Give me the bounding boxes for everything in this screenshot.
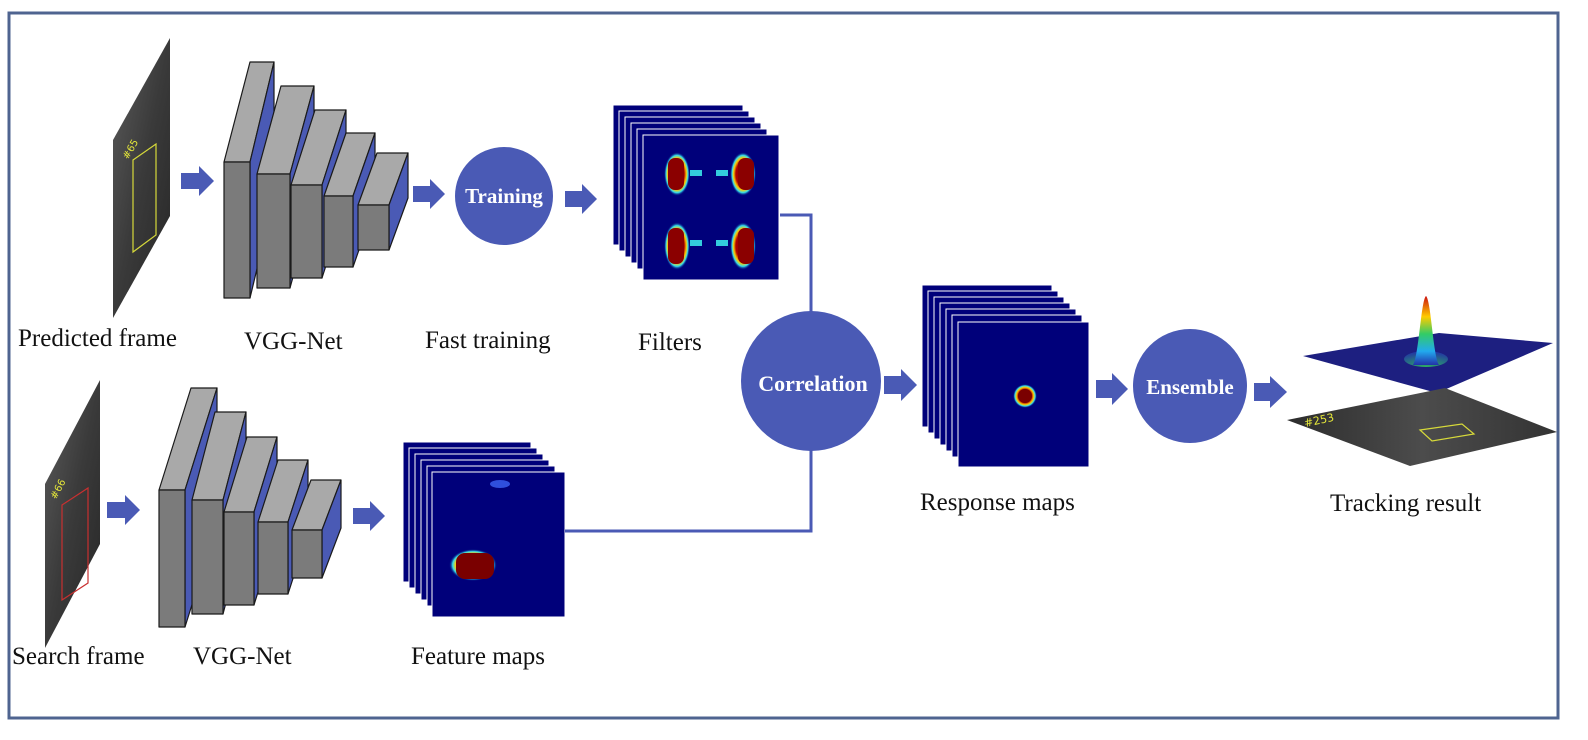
tracking-result-visual: #253 <box>1287 296 1557 466</box>
vgg-net-bottom-label: VGG-Net <box>193 643 292 670</box>
fast-training-label: Fast training <box>425 327 551 354</box>
arrow-icon <box>565 184 597 214</box>
arrow-icon <box>1096 373 1128 405</box>
training-node: Training <box>455 147 553 245</box>
ensemble-node: Ensemble <box>1133 329 1247 443</box>
filters-stack <box>612 104 780 281</box>
search-frame-image: #66 <box>45 380 100 648</box>
filters-label: Filters <box>638 329 702 356</box>
result-frame-number: #253 <box>1303 411 1335 430</box>
correlation-node-label: Correlation <box>758 371 868 396</box>
filters-connector <box>780 213 813 312</box>
search-frame-label: Search frame <box>12 643 145 670</box>
arrow-icon <box>884 369 917 401</box>
vgg-net-bottom-layers <box>158 387 342 628</box>
feature-maps-stack <box>402 441 566 618</box>
response-maps-label: Response maps <box>920 489 1075 516</box>
arrow-icon <box>413 179 445 209</box>
predicted-frame-image: #65 <box>113 38 170 318</box>
arrow-icon <box>1254 376 1287 408</box>
arrow-icon <box>181 166 214 196</box>
filter-activation <box>664 152 756 270</box>
diagram-border <box>7 11 1560 720</box>
arrow-icon <box>107 495 140 525</box>
predicted-frame-label: Predicted frame <box>18 325 177 352</box>
peak-spike <box>1413 296 1439 365</box>
feature-maps-label: Feature maps <box>411 643 545 670</box>
training-node-label: Training <box>465 184 543 208</box>
vgg-net-top-label: VGG-Net <box>244 328 343 355</box>
arrow-icon <box>353 501 385 531</box>
response-maps-stack <box>921 284 1090 468</box>
correlation-node: Correlation <box>741 311 881 451</box>
feature-connector <box>565 450 813 533</box>
ensemble-node-label: Ensemble <box>1146 375 1234 399</box>
tracking-result-label: Tracking result <box>1330 490 1481 517</box>
vgg-net-top-layers <box>223 61 409 299</box>
